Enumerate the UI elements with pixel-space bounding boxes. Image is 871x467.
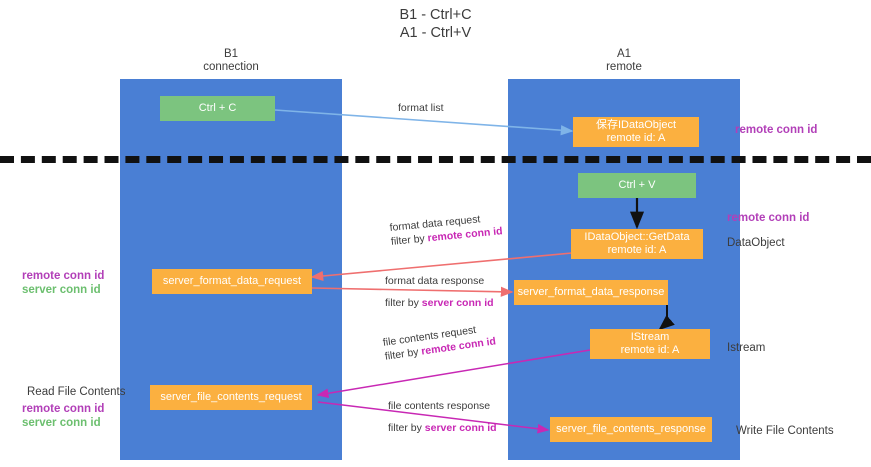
page-title-line-1: B1 - Ctrl+C bbox=[399, 7, 472, 23]
label-filter-prefix-2: filter by bbox=[385, 297, 422, 309]
label-filter-key-server-conn-id-2: server conn id bbox=[424, 422, 497, 434]
box-server-file-contents-response-label: server_file_contents_response bbox=[556, 423, 706, 435]
label-filter-prefix-4: filter by bbox=[388, 422, 425, 434]
page-title-line-2: A1 - Ctrl+V bbox=[399, 25, 472, 41]
box-istream-line1: IStream bbox=[630, 331, 670, 343]
lane-header-b1-subtitle: connection bbox=[203, 61, 259, 73]
box-istream[interactable]: IStream remote id: A bbox=[590, 329, 710, 359]
box-getdata-line1: IDataObject::GetData bbox=[584, 231, 690, 243]
box-idataobject-getdata[interactable]: IDataObject::GetData remote id: A bbox=[571, 229, 703, 259]
lane-header-a1: A1 remote bbox=[508, 48, 740, 74]
label-file-contents-request: file contents request filter by remote c… bbox=[382, 320, 497, 363]
label-filter-prefix-1: filter by bbox=[390, 232, 429, 248]
box-server-file-contents-response[interactable]: server_file_contents_response bbox=[550, 417, 712, 442]
box-getdata-line2: remote id: A bbox=[607, 244, 667, 256]
annotation-right-remote-conn-id-top: remote conn id bbox=[735, 124, 818, 136]
annotation-right-write-file-contents: Write File Contents bbox=[736, 425, 834, 437]
label-format-list: format list bbox=[398, 102, 444, 114]
lane-header-a1-name: A1 bbox=[616, 48, 632, 60]
box-idataobject-top[interactable]: 保存IDataObject remote id: A bbox=[573, 117, 699, 147]
box-ctrl-v[interactable]: Ctrl + V bbox=[578, 173, 696, 198]
label-format-data-request: format data request filter by remote con… bbox=[389, 210, 503, 249]
label-format-data-response: format data response filter by server co… bbox=[385, 274, 494, 310]
label-format-data-response-line1: format data response bbox=[385, 275, 485, 287]
box-server-format-data-response[interactable]: server_format_data_response bbox=[514, 280, 668, 305]
box-server-file-contents-request[interactable]: server_file_contents_request bbox=[150, 385, 312, 410]
label-file-contents-response: file contents response filter by server … bbox=[388, 399, 497, 435]
annotation-right-dataobject: DataObject bbox=[727, 237, 785, 249]
annotation-left-remote-conn-id-mid: remote conn id bbox=[22, 270, 105, 282]
lane-header-b1: B1 connection bbox=[120, 48, 342, 74]
annotation-left-server-conn-id-bottom: server conn id bbox=[22, 417, 101, 429]
box-ctrl-v-label: Ctrl + V bbox=[618, 179, 656, 191]
box-ctrl-c[interactable]: Ctrl + C bbox=[160, 96, 275, 121]
lane-header-a1-subtitle: remote bbox=[606, 61, 642, 73]
annotation-right-istream: Istream bbox=[727, 342, 766, 354]
page-title: B1 - Ctrl+C A1 - Ctrl+V bbox=[0, 6, 871, 42]
box-server-format-data-response-label: server_format_data_response bbox=[517, 286, 665, 298]
box-server-format-data-request[interactable]: server_format_data_request bbox=[152, 269, 312, 294]
box-server-format-data-request-label: server_format_data_request bbox=[162, 275, 302, 287]
annotation-right-remote-conn-id-mid: remote conn id bbox=[727, 212, 810, 224]
annotation-left-server-conn-id-mid: server conn id bbox=[22, 284, 101, 296]
label-file-contents-response-line2: filter by server conn id bbox=[388, 421, 497, 435]
box-ctrl-c-label: Ctrl + C bbox=[198, 102, 237, 114]
box-idataobject-top-line2: remote id: A bbox=[606, 132, 666, 144]
phase-divider bbox=[0, 156, 871, 163]
box-idataobject-top-line1: 保存IDataObject bbox=[595, 119, 677, 131]
box-istream-line2: remote id: A bbox=[620, 344, 680, 356]
label-filter-key-server-conn-id-1: server conn id bbox=[421, 297, 494, 309]
annotation-left-remote-conn-id-bottom: remote conn id bbox=[22, 403, 105, 415]
label-file-contents-response-line1: file contents response bbox=[388, 400, 491, 412]
box-server-file-contents-request-label: server_file_contents_request bbox=[160, 391, 302, 403]
lane-header-b1-name: B1 bbox=[223, 48, 239, 60]
annotation-left-read-file-contents: Read File Contents bbox=[27, 386, 126, 398]
label-filter-prefix-3: filter by bbox=[384, 345, 423, 363]
label-format-data-response-line2: filter by server conn id bbox=[385, 296, 494, 310]
